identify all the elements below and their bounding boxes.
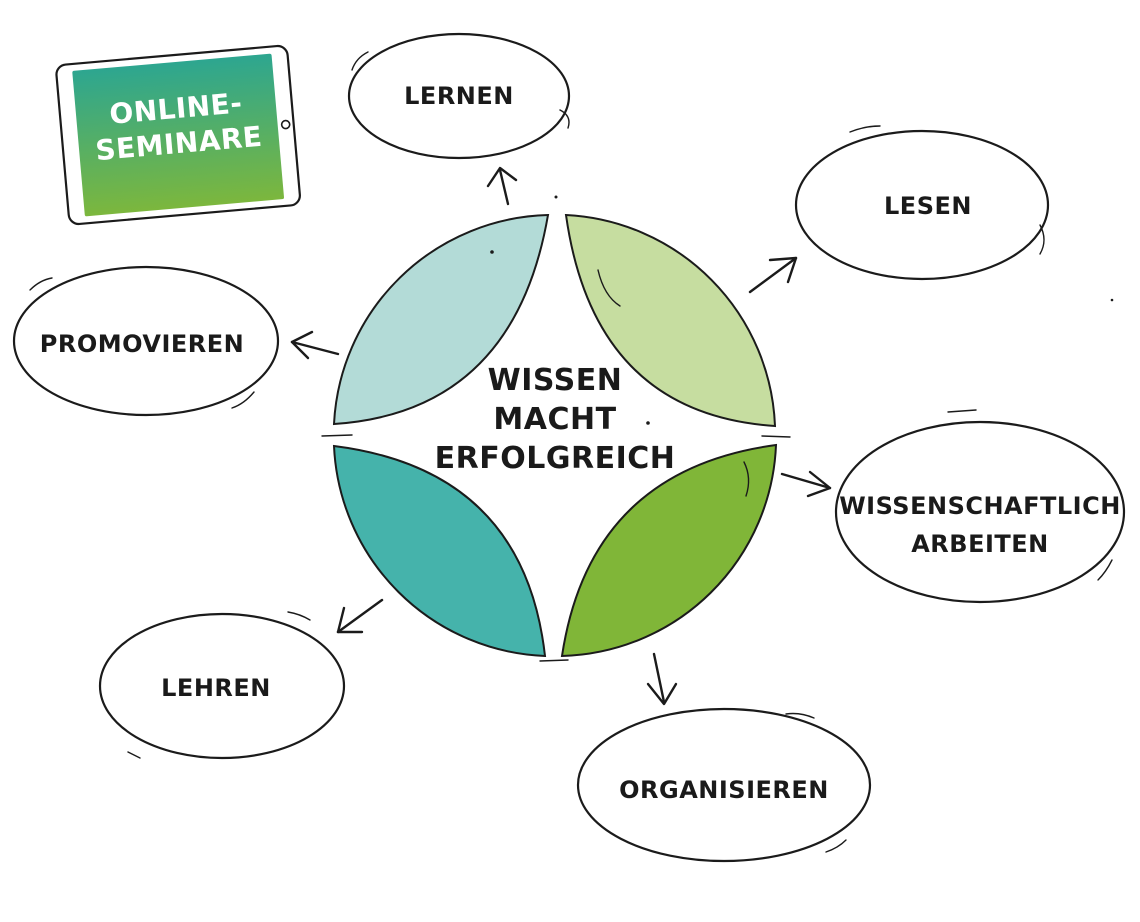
center-line-2: MACHT [493,402,616,437]
arrow-to-lesen [748,256,798,294]
node-wissenschaftlich-line-2: ARBEITEN [911,530,1049,558]
tablet-screen [72,53,284,217]
petal-top-left [332,213,550,426]
node-lesen: LESEN [794,125,1050,281]
node-promovieren-label: PROMOVIEREN [40,330,244,358]
arrow-to-organisieren [646,652,678,706]
arrow-to-wissenschaftlich [780,470,832,498]
node-lernen-label: LERNEN [404,82,514,110]
node-lehren: LEHREN [98,611,346,760]
online-seminare-tablet: ONLINE- SEMINARE [55,44,301,226]
petal-top-right [564,213,777,428]
node-lehren-label: LEHREN [161,674,271,702]
center-line-3: ERFOLGREICH [435,441,676,476]
node-promovieren: PROMOVIEREN [12,265,280,417]
arrow-to-promovieren [290,330,340,360]
node-wissenschaftlich-line-1: WISSENSCHAFTLICH [839,492,1121,520]
arrow-to-lehren [336,598,384,634]
petal-bottom-left [332,444,547,658]
node-lernen: LERNEN [347,32,571,160]
petal-bottom-right [560,443,778,658]
node-organisieren: ORGANISIEREN [576,707,872,863]
arrow-to-lernen [486,166,518,206]
center-line-1: WISSEN [488,363,623,398]
node-lesen-label: LESEN [884,192,972,220]
node-wissenschaftlich-arbeiten: WISSENSCHAFTLICH ARBEITEN [834,409,1126,604]
central-circle: WISSEN MACHT ERFOLGREICH [321,213,791,662]
tablet-home-button-icon [280,119,291,130]
node-organisieren-label: ORGANISIEREN [619,776,829,804]
